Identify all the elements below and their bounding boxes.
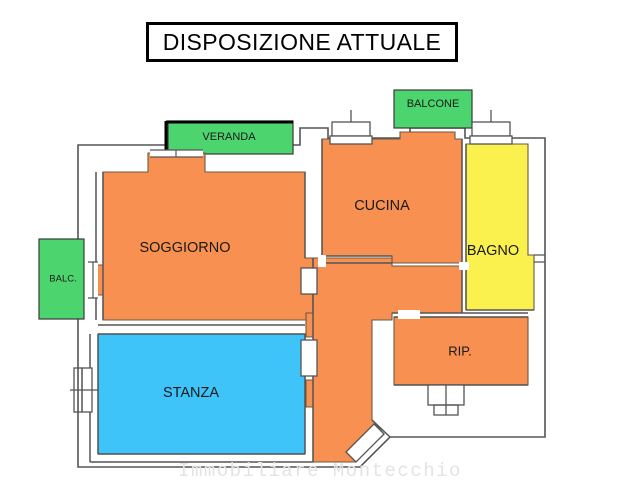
window-cucina-2 bbox=[329, 135, 373, 145]
door-openings bbox=[88, 149, 469, 463]
room-label-soggiorno: SOGGIORNO bbox=[139, 240, 230, 256]
balcone-slab bbox=[393, 89, 473, 129]
veranda-parapet bbox=[164, 120, 293, 152]
room-label-balcone: BALCONE bbox=[407, 98, 460, 110]
room-label-rip: RIP. bbox=[448, 343, 472, 358]
window-bagno-2 bbox=[469, 135, 513, 145]
room-label-stanza: STANZA bbox=[163, 385, 219, 401]
room-labels: SOGGIORNO CUCINA BAGNO STANZA RIP. VERAN… bbox=[49, 98, 519, 401]
room-bagno bbox=[465, 143, 535, 311]
room-label-veranda: VERANDA bbox=[202, 131, 256, 143]
room-fills bbox=[95, 131, 535, 463]
window-bagno-1 bbox=[471, 121, 511, 137]
window-cucina-1 bbox=[331, 121, 371, 137]
plan-title-box: DISPOSIZIONE ATTUALE bbox=[146, 22, 458, 62]
room-label-balc: BALC. bbox=[49, 274, 76, 285]
room-label-cucina: CUCINA bbox=[354, 198, 410, 214]
room-soggiorno bbox=[95, 152, 314, 321]
windows bbox=[70, 110, 545, 416]
room-label-bagno: BAGNO bbox=[467, 243, 519, 259]
balcony-slabs bbox=[38, 89, 473, 320]
balc-slab bbox=[38, 238, 85, 320]
watermark: Immobiliare Montecchio bbox=[178, 460, 462, 482]
page-title: DISPOSIZIONE ATTUALE bbox=[162, 28, 442, 55]
veranda-slab bbox=[167, 120, 294, 155]
